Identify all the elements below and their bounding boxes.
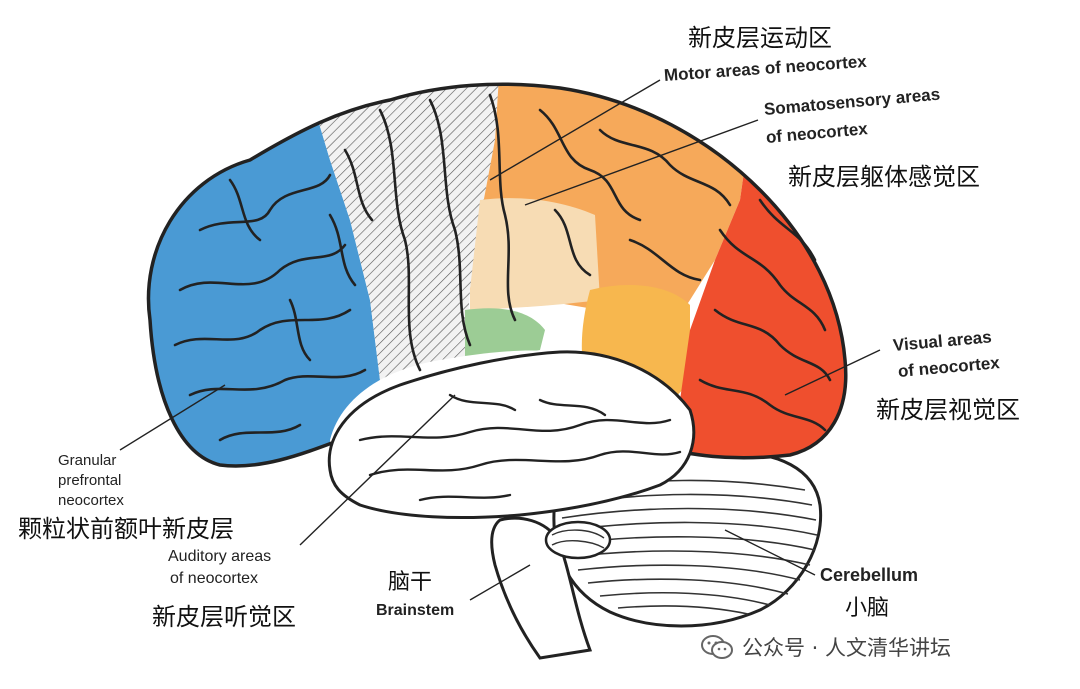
auditory-en-label-2: of neocortex [170, 570, 259, 587]
temporal-gyri [358, 393, 682, 502]
granular-en-label-3: neocortex [58, 492, 124, 509]
leader-lines [119, 79, 881, 601]
granular-cn-label: 颗粒状前额叶新皮层 [18, 515, 234, 543]
granular-en-label-1: Granular [58, 452, 117, 469]
granular-en-label-2: prefrontal [58, 472, 122, 489]
wechat-logo-icon [701, 635, 733, 659]
watermark: 公众号 · 人文清华讲坛 [700, 632, 951, 662]
watermark-text: 公众号 · 人文清华讲坛 [742, 636, 952, 660]
auditory-en-label-1: Auditory areas [168, 548, 272, 565]
gyri-lines [173, 93, 832, 442]
motor-cn-label: 新皮层运动区 [688, 24, 832, 52]
auditory-green-region [465, 308, 545, 360]
brainstem [490, 516, 612, 660]
brainstem-cn-label: 脑干 [388, 570, 433, 595]
cerebellum-en-label: Cerebellum [820, 565, 919, 585]
somatosensory-cn-label: 新皮层躯体感觉区 [788, 163, 980, 191]
brainstem-en-label: Brainstem [376, 602, 455, 619]
cerebellum-cn-label: 小脑 [845, 596, 890, 621]
auditory-cn-label: 新皮层听觉区 [152, 603, 296, 631]
somatosensory-light-region [470, 198, 600, 310]
visual-cn-label: 新皮层视觉区 [876, 396, 1020, 424]
